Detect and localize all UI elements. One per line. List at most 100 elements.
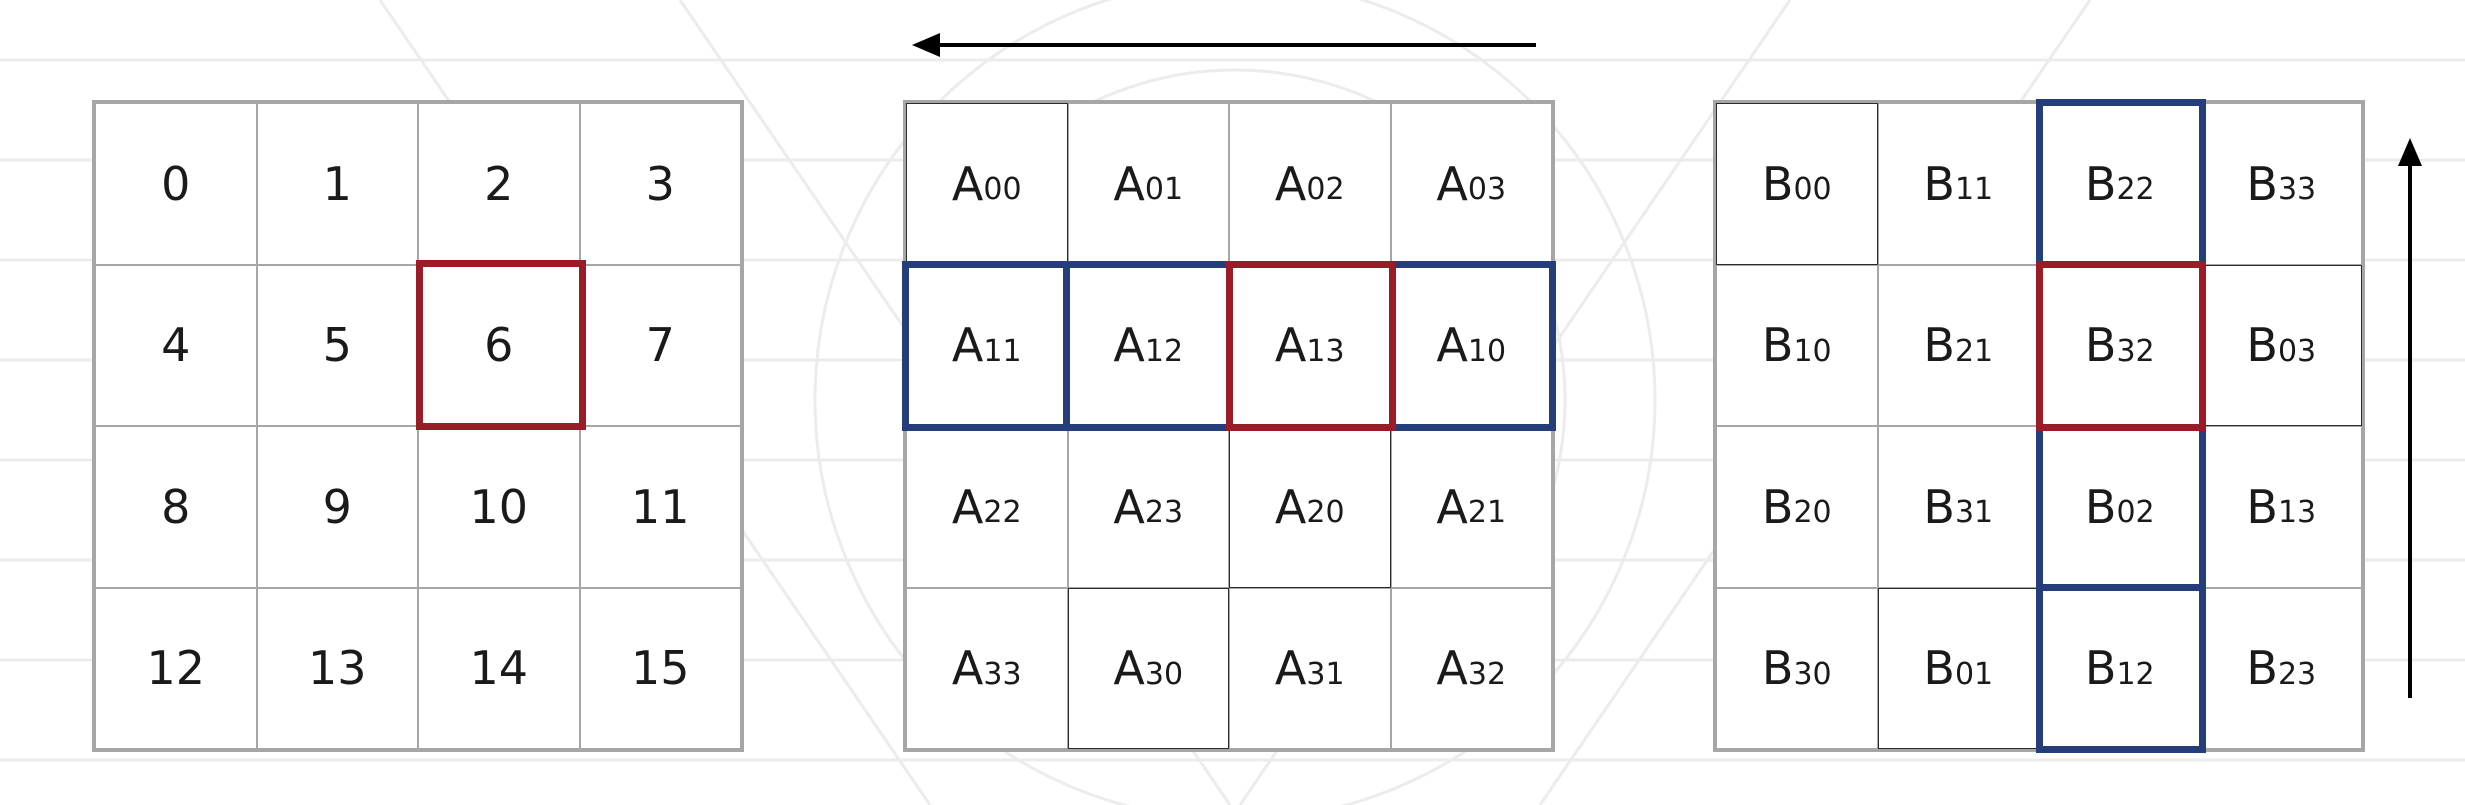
cell-subscript: 03 [2277, 333, 2317, 369]
cell-subscript: 31 [1954, 495, 1994, 531]
cell-subscript: 00 [983, 172, 1022, 208]
cell-subscript: 30 [1793, 656, 1832, 692]
index-grid: 0 1 2 3 4 5 6 7 8 9 10 11 12 13 14 15 [92, 100, 744, 752]
grid-cell: 8 [95, 426, 257, 588]
cell-letter: B [2084, 318, 2117, 373]
cell-letter: A [1436, 318, 1468, 373]
cell-letter: A [1274, 156, 1307, 211]
cell-subscript: 13 [2277, 495, 2317, 531]
cell-subscript: 31 [1306, 656, 1345, 692]
cell-letter: A [1436, 641, 1468, 696]
cell-subscript: 12 [1144, 333, 1184, 369]
cell-subscript: 20 [1306, 495, 1345, 531]
cell-letter: B [1923, 641, 1955, 696]
cell-letter: A [951, 156, 984, 211]
grid-cell: 14 [418, 587, 580, 749]
cell-letter: A [1113, 479, 1145, 534]
grid-cell: 15 [579, 587, 741, 749]
grid-cell: 4 [95, 264, 257, 426]
cell-subscript: 23 [1144, 495, 1184, 531]
cell-subscript: 30 [1144, 656, 1184, 692]
cell-subscript: 01 [1144, 172, 1184, 208]
cell-letter: B [1761, 318, 1794, 373]
cell-letter: A [1274, 641, 1307, 696]
cell-subscript: 13 [1306, 333, 1345, 369]
cell-subscript: 22 [2116, 172, 2155, 208]
cell-letter: A [1436, 479, 1468, 534]
cell-subscript: 33 [2277, 172, 2317, 208]
grid-cell: 13 [256, 587, 418, 749]
cell-subscript: 02 [1306, 172, 1345, 208]
grid-cell: 1 [256, 103, 418, 265]
cell-subscript: 21 [1467, 495, 1507, 531]
cell-subscript: 03 [1467, 172, 1507, 208]
cell-letter: A [1113, 641, 1145, 696]
cell-subscript: 23 [2277, 656, 2317, 692]
cell-letter: A [1113, 318, 1145, 373]
cell-subscript: 32 [2116, 333, 2155, 369]
cell-letter: B [1761, 641, 1794, 696]
cell-letter: B [2246, 156, 2278, 211]
cell-subscript: 22 [983, 495, 1022, 531]
grid-cell: 10 [418, 426, 580, 588]
cell-letter: B [1923, 479, 1955, 534]
cell-subscript: 11 [1954, 172, 1994, 208]
cell-subscript: 21 [1954, 333, 1994, 369]
grid-cell: 11 [579, 426, 741, 588]
cell-letter: B [2084, 479, 2117, 534]
grid-cell: 6 [418, 264, 580, 426]
cell-letter: A [951, 479, 984, 534]
cell-letter: B [1761, 156, 1794, 211]
cell-letter: B [2246, 641, 2278, 696]
cell-letter: B [1923, 318, 1955, 373]
cell-subscript: 10 [1467, 333, 1507, 369]
grid-cell: 5 [256, 264, 418, 426]
cell-letter: A [1436, 156, 1468, 211]
grid-cell: 2 [418, 103, 580, 265]
grid-cell: 0 [95, 103, 257, 265]
cell-letter: A [1113, 156, 1145, 211]
grid-cell: 3 [579, 103, 741, 265]
cell-subscript: 00 [1793, 172, 1832, 208]
cell-letter: A [1274, 318, 1307, 373]
cell-letter: B [1923, 156, 1955, 211]
grid-cell: 12 [95, 587, 257, 749]
cell-letter: A [1274, 479, 1307, 534]
grid-cell: 7 [579, 264, 741, 426]
cell-letter: A [951, 318, 984, 373]
cell-letter: B [2246, 479, 2278, 534]
cell-subscript: 10 [1793, 333, 1832, 369]
cell-subscript: 12 [2116, 656, 2155, 692]
cell-subscript: 11 [983, 333, 1022, 369]
cell-letter: A [951, 641, 984, 696]
shift-left-arrow [912, 33, 1536, 57]
cell-letter: B [2084, 641, 2117, 696]
cell-subscript: 20 [1793, 495, 1832, 531]
